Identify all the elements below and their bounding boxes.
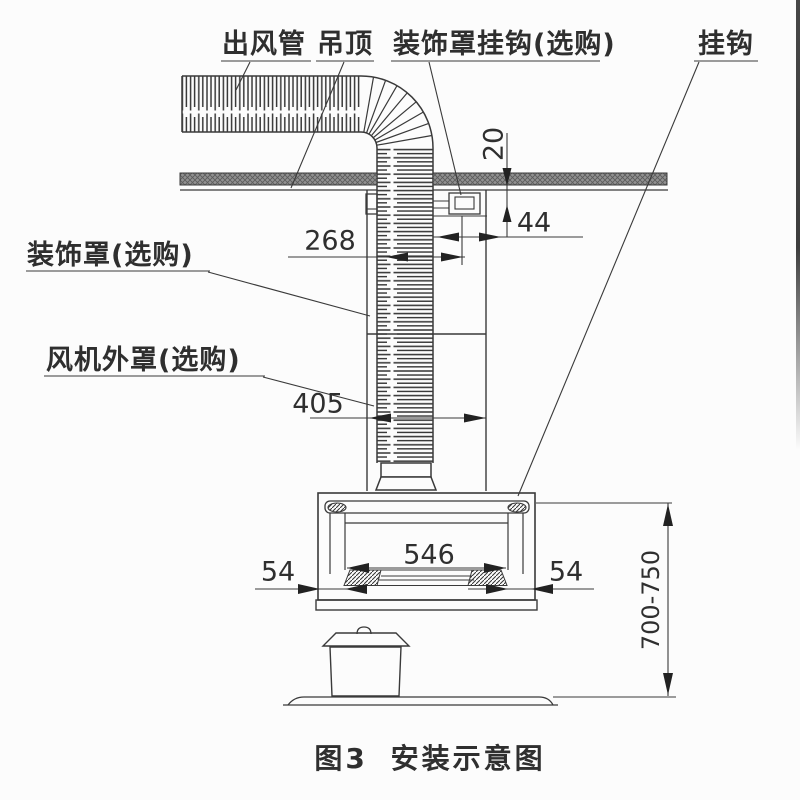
dim-install-height: 700-750 [637,549,665,651]
pot-body [329,646,402,697]
label-deco-cover-hook: 装饰罩挂钩(选购) [393,29,616,60]
dim-hook-drop: 44 [516,207,552,239]
right-hanger-screw [507,502,527,513]
duct-elbow [360,75,434,149]
pot-lid-knob [356,626,372,635]
leader-lines [26,60,758,497]
dim-duct-to-hook: 268 [304,225,356,257]
dim-ceiling-gap: 20 [478,126,510,162]
dim-body-inner-width: 546 [403,539,455,571]
outlet-duct-vertical [374,148,438,491]
label-outlet-duct: 出风管 [222,29,306,60]
grease-filter [343,569,508,587]
decorative-cover-outline [366,190,487,491]
page-edge-shadow [796,0,800,450]
dim-side-margin-right: 54 [548,556,584,588]
label-hook: 挂钩 [698,29,754,60]
dimension-lines [255,133,676,698]
left-hanger-screw [327,502,347,513]
label-deco-cover: 装饰罩(选购) [27,240,194,271]
hood-body [315,492,538,611]
dim-cover-width: 405 [292,388,344,420]
dim-side-margin-left: 54 [260,556,296,588]
stove-and-pot [283,626,558,706]
figure-caption: 图3 安装示意图 [314,742,546,775]
stove-top [287,696,554,706]
outlet-duct-horizontal [181,75,361,133]
label-fan-cover: 风机外罩(选购) [46,345,241,376]
hook-bracket [365,192,487,217]
pot-lid [321,632,411,647]
label-ceiling: 吊顶 [317,29,373,60]
ceiling-slab [179,172,668,191]
